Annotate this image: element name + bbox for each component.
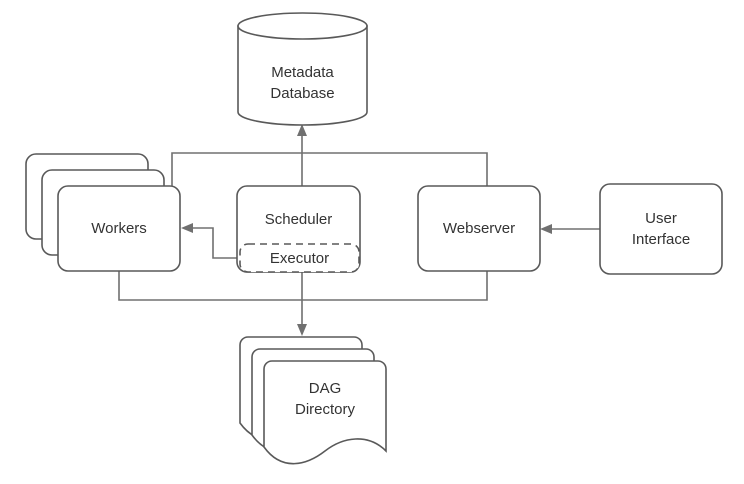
node-dag-directory[interactable]: DAG Directory: [239, 336, 387, 465]
executor-box: [239, 243, 360, 273]
node-workers[interactable]: Workers: [25, 153, 181, 272]
executor-label: Executor: [270, 250, 329, 267]
metadata-database-cylinder-body: [237, 25, 368, 126]
dag-directory-stack-front: [263, 360, 387, 465]
webserver-label: Webserver: [443, 220, 515, 237]
arrow-head-dag-directory: [297, 324, 307, 336]
metadata-database-label-line1: Metadata: [271, 64, 334, 81]
user-interface-box: [599, 183, 723, 275]
metadata-database-cylinder-top: [237, 12, 368, 40]
arrow-head-webserver: [540, 224, 552, 234]
node-webserver[interactable]: Webserver: [417, 185, 541, 272]
workers-stack-front: [57, 185, 181, 272]
dag-directory-label-line2: Directory: [295, 401, 356, 418]
user-interface-label-line2: Interface: [632, 231, 690, 248]
arrow-head-workers: [181, 223, 193, 233]
arrow-head-metadata-database: [297, 124, 307, 136]
workers-label: Workers: [91, 220, 147, 237]
metadata-database-label-line2: Database: [270, 85, 334, 102]
connector-executor-to-workers: [190, 227, 240, 259]
dag-directory-label-line1: DAG: [309, 380, 342, 397]
connector-top-bus-workers-webserver: [171, 152, 488, 196]
scheduler-label: Scheduler: [265, 211, 333, 228]
connector-layer: [118, 124, 600, 336]
connector-bottom-bus-workers-webserver: [118, 271, 488, 301]
webserver-box: [417, 185, 541, 272]
node-executor[interactable]: Executor: [239, 243, 360, 273]
user-interface-label-line1: User: [645, 210, 677, 227]
node-metadata-database[interactable]: Metadata Database: [237, 12, 368, 126]
node-user-interface[interactable]: User Interface: [599, 183, 723, 275]
